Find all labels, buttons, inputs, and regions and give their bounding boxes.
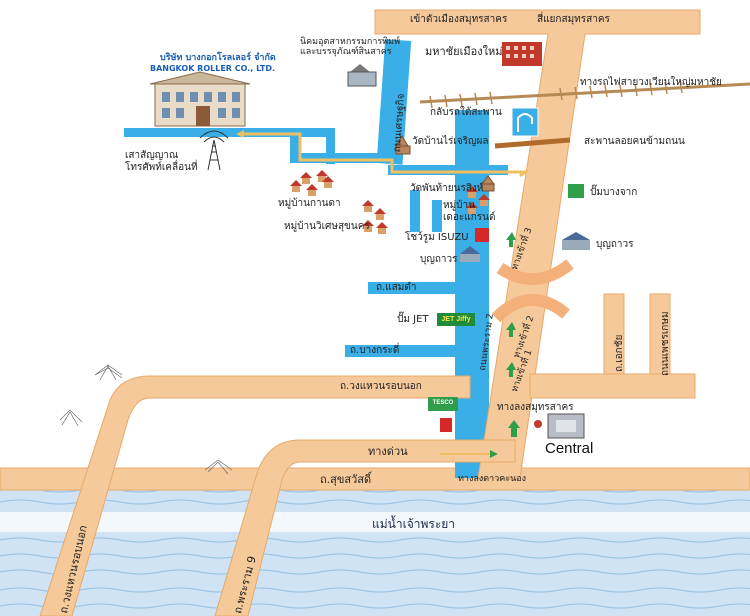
label-to-city: เข้าตัวเมืองสมุทรสาคร <box>410 14 508 25</box>
route-path <box>240 132 530 178</box>
gate-arrows <box>506 232 520 437</box>
label-junction: สี่แยกสมุทรสาคร <box>537 14 610 25</box>
railway-track <box>419 80 750 109</box>
road-label-bang-kradi: ถ.บางกระดี่ <box>350 345 400 356</box>
label-mahachai: มหาชัยเมืองใหม่ <box>425 45 503 58</box>
road-label-saem-dam: ถ.แสมดำ <box>376 282 417 293</box>
label-cell-tower: เสาสัญญาณ โทรศัพท์เคลื่อนที่ <box>125 150 198 173</box>
main-road <box>374 9 701 479</box>
central-building-icon <box>534 413 585 439</box>
mahachai-building-icon <box>502 42 542 66</box>
label-ban-the-grand: หมู่บ้าน เดอะแกรนด์ <box>443 200 496 223</box>
label-central: Central <box>545 440 594 457</box>
suksawat-road <box>0 467 750 491</box>
company-building-icon <box>149 71 251 127</box>
right-connector <box>529 373 696 399</box>
jet-logo: JET Jiffy <box>437 313 475 326</box>
pedestrian-bridge <box>494 137 571 149</box>
outer-ring-road <box>39 375 471 616</box>
tesco-lotus-logo: TESCO Lotus <box>428 397 458 419</box>
label-ban-kanda: หมู่บ้านกานดา <box>278 198 341 209</box>
label-industrial-estate: นิคมอุตสาหกรรมการพิมพ์ และบรรจุภัณฑ์สินส… <box>300 37 401 58</box>
interchange-arc-bottom <box>491 294 570 323</box>
cell-tower-icon <box>199 130 229 171</box>
bridge-cables <box>59 364 233 475</box>
label-jet: ปั๊ม JET <box>397 314 429 325</box>
industrial-building-icon <box>347 64 377 87</box>
bunthavorn-icons <box>460 232 590 262</box>
company-name-th: บริษัท บางกอกโรลเลอร์ จำกัด <box>160 53 276 63</box>
label-bunthavorn-1: บุญถาวร <box>420 254 458 265</box>
road-label-suksawat: ถ.สุขสวัสดิ์ <box>320 473 372 486</box>
village-houses <box>290 170 490 234</box>
label-down-kalong: ทางลงดาวคะนอง <box>458 474 527 484</box>
lotus-mark <box>440 418 452 432</box>
label-pedestrian-bridge: สะพานลอยคนข้ามถนน <box>584 136 685 147</box>
label-wat-ban-rai: วัดบ้านไร่เจริญผล <box>412 136 489 147</box>
road-label-phetkasem: ถนนเพชรเกษม <box>660 311 671 376</box>
road-label-outer-ring: ถ.วงแหวนรอบนอก <box>340 381 422 392</box>
label-u-turn: กลับรถใต้สะพาน <box>430 107 502 118</box>
u-turn-sign <box>511 107 539 137</box>
label-expressway: ทางด่วน <box>368 445 408 458</box>
river-label: แม่น้ำเจ้าพระยา <box>372 517 456 531</box>
label-wat-phanthai: วัดพันท้ายนรสิงห์ <box>410 183 484 194</box>
label-railway: ทางรถไฟสายวงเวียนใหญ่มหาชัย <box>580 77 722 88</box>
company-name-en: BANGKOK ROLLER CO., LTD. <box>150 64 276 73</box>
temple-icons <box>395 135 495 192</box>
label-isuzu: โชว์รูม ISUZU <box>405 232 469 243</box>
interchange-arc-top <box>496 259 574 285</box>
bangchak-icon <box>568 184 584 198</box>
label-bangchak: ปั๊มบางจาก <box>590 187 638 198</box>
label-ban-wiset: หมู่บ้านวิเศษสุขนคร <box>284 221 370 232</box>
isuzu-icon <box>475 228 489 242</box>
label-expressway-exit: ทางลงสมุทรสาคร <box>497 402 574 413</box>
road-label-ekkachai: ถ.เอกชัย <box>614 334 625 372</box>
expressway-road <box>214 439 516 616</box>
river-waves <box>0 487 750 609</box>
label-bunthavorn-2: บุญถาวร <box>596 239 634 250</box>
